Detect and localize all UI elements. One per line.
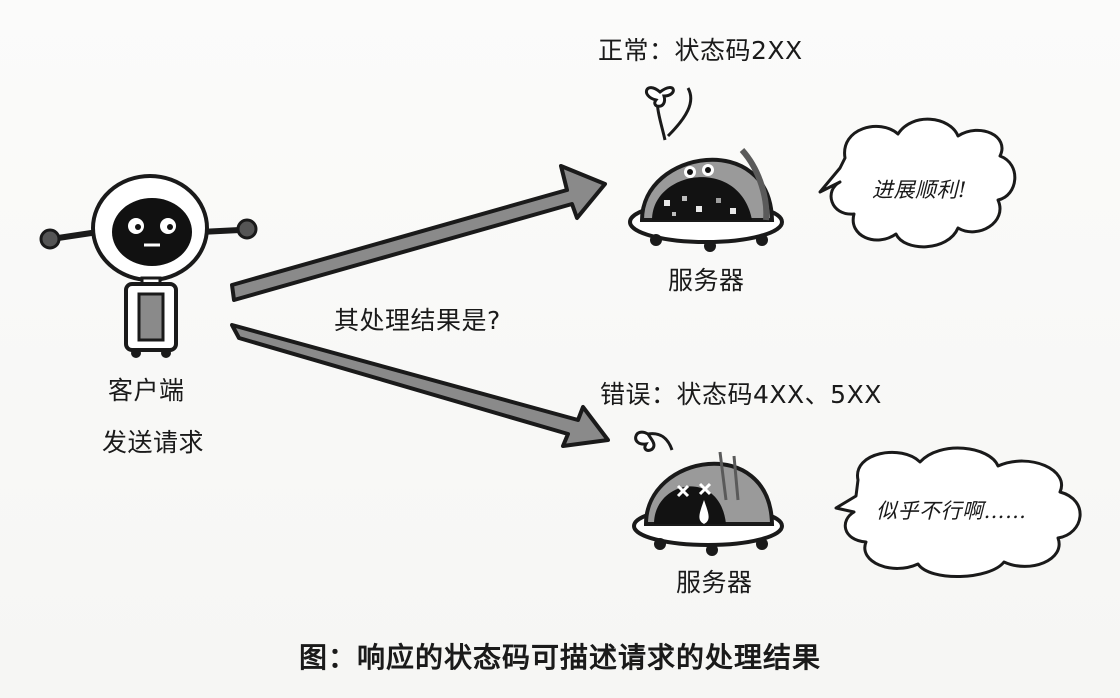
speech-bubble-ok xyxy=(818,117,1017,249)
robot-client-icon xyxy=(39,174,258,358)
arrow-to-error-server xyxy=(230,323,610,448)
figure-caption: 图：响应的状态码可描述请求的处理结果 xyxy=(298,641,821,674)
bubble-error-text: 似乎不行啊…… xyxy=(876,499,1027,523)
bubble-ok-text: 进展顺利! xyxy=(872,178,967,202)
dome-server-happy-icon xyxy=(628,86,784,252)
server-error-label: 服务器 xyxy=(676,568,753,597)
client-label: 客户端 xyxy=(108,376,185,405)
question-label: 其处理结果是? xyxy=(334,306,501,335)
speech-bubble-error xyxy=(834,446,1082,579)
server-ok-label: 服务器 xyxy=(668,266,745,295)
dome-server-broken-icon xyxy=(632,430,784,556)
client-action-label: 发送请求 xyxy=(102,428,205,457)
arrow-to-ok-server xyxy=(230,164,607,302)
status-error-label: 错误：状态码4XX、5XX xyxy=(600,380,882,409)
status-ok-label: 正常：状态码2XX xyxy=(598,36,803,65)
